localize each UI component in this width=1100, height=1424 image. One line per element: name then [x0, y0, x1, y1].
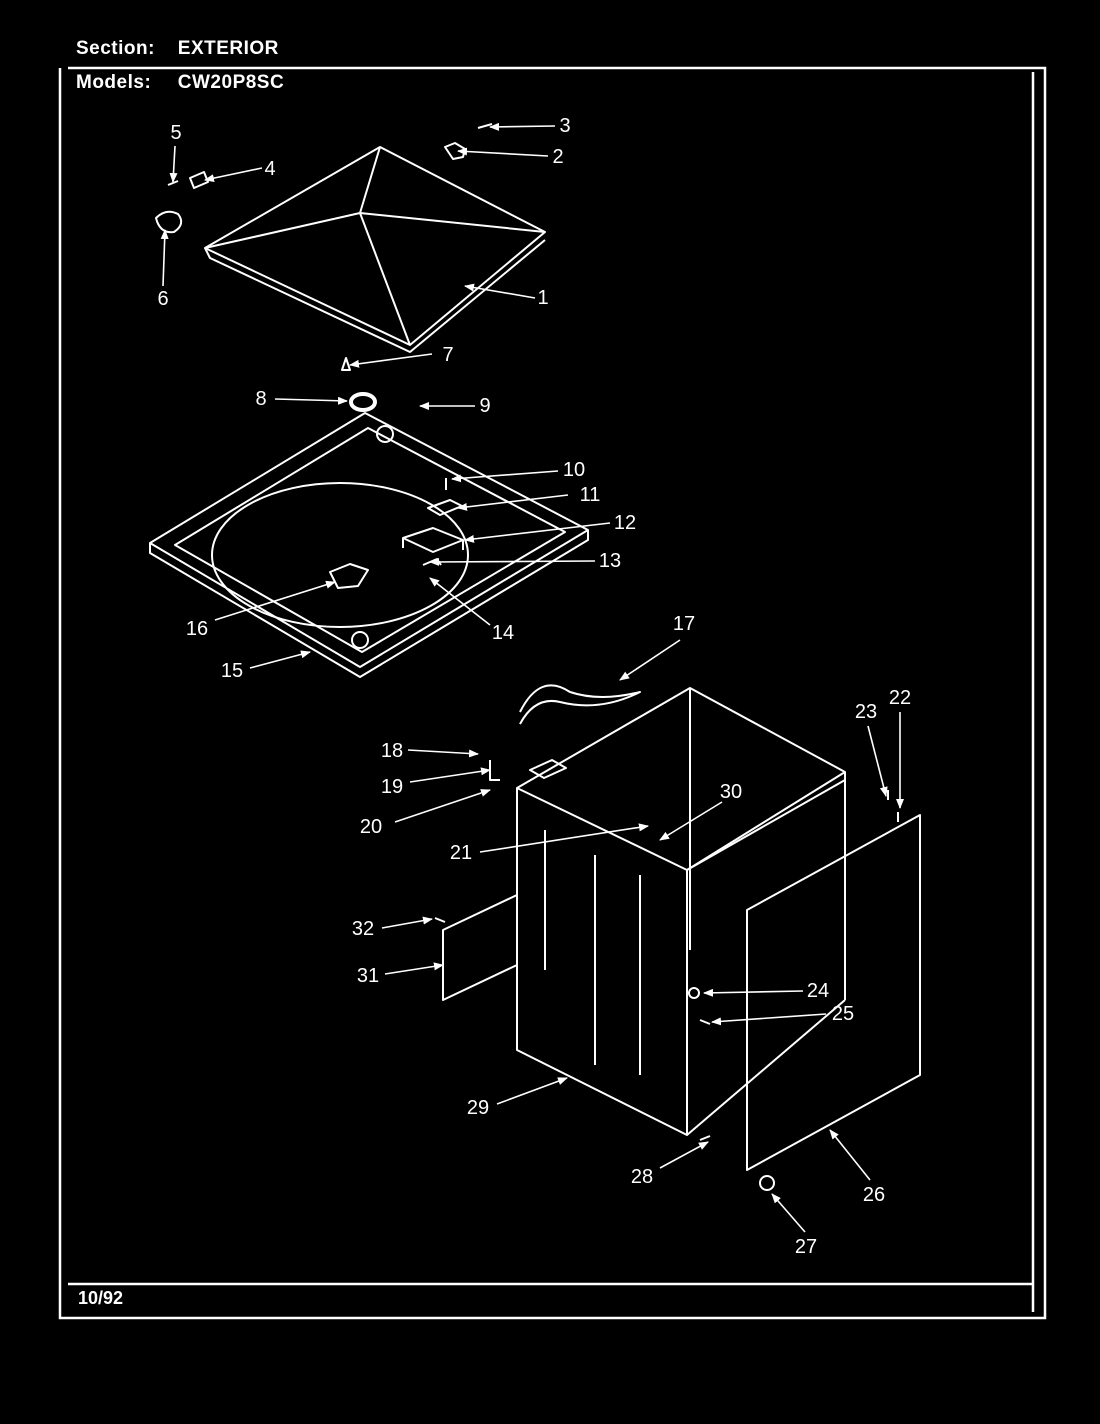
- revision-date: 10/92: [78, 1288, 124, 1308]
- leader-25: [711, 1013, 827, 1026]
- callout-8: 8: [255, 388, 266, 410]
- leader-24: [703, 988, 804, 997]
- callout-30: 30: [720, 781, 742, 803]
- callout-16: 16: [186, 618, 208, 640]
- callout-13: 13: [599, 550, 621, 572]
- callout-4: 4: [264, 158, 275, 180]
- callout-31: 31: [357, 965, 379, 987]
- leader-21: [479, 823, 649, 853]
- seal-ring-part: [349, 392, 377, 412]
- callout-22: 22: [889, 687, 911, 709]
- callout-3: 3: [559, 115, 570, 137]
- callout-19: 19: [381, 776, 403, 798]
- models-heading: Models: CW20P8SC: [76, 72, 284, 94]
- leader-15: [249, 650, 311, 669]
- callout-27: 27: [795, 1236, 817, 1258]
- callout-21: 21: [450, 842, 472, 864]
- leader-26: [829, 1129, 871, 1181]
- access-panel-part: [442, 894, 518, 1001]
- top-panel-part: [149, 412, 589, 678]
- callout-9: 9: [479, 395, 490, 417]
- power-cord-part: [519, 684, 641, 725]
- leader-32: [381, 916, 433, 929]
- callout-26: 26: [863, 1184, 885, 1206]
- leader-3: [489, 122, 556, 131]
- callout-5: 5: [170, 122, 181, 144]
- leader-8: [274, 396, 348, 405]
- leader-13: [429, 557, 596, 566]
- callout-6: 6: [157, 288, 168, 310]
- callout-1: 1: [537, 287, 548, 309]
- leader-11: [457, 494, 569, 511]
- leader-1: [464, 283, 536, 299]
- leader-19: [409, 767, 491, 783]
- callout-17: 17: [673, 613, 695, 635]
- callout-18: 18: [381, 740, 403, 762]
- callout-10: 10: [563, 459, 585, 481]
- back-panel-part: [746, 814, 921, 1171]
- leader-31: [384, 962, 444, 975]
- small-hardware: [434, 760, 899, 1191]
- cabinet-part: [516, 687, 846, 1136]
- callout-7: 7: [442, 344, 453, 366]
- section-label: Section:: [76, 38, 155, 59]
- leader-20: [394, 789, 491, 823]
- callout-25: 25: [832, 1003, 854, 1025]
- callout-14: 14: [492, 622, 514, 644]
- callout-20: 20: [360, 816, 382, 838]
- callout-29: 29: [467, 1097, 489, 1119]
- leader-16: [214, 580, 336, 621]
- leader-23: [867, 725, 888, 797]
- leader-12: [464, 522, 611, 543]
- leader-6: [160, 229, 169, 287]
- section-value: EXTERIOR: [177, 38, 279, 59]
- leader-29: [496, 1077, 568, 1105]
- leader-4: [204, 167, 263, 183]
- callout-28: 28: [631, 1166, 653, 1188]
- section-heading: Section: EXTERIOR: [76, 38, 279, 60]
- callout-11: 11: [580, 484, 601, 506]
- leader-10: [451, 470, 559, 483]
- leader-27: [771, 1193, 806, 1233]
- leader-18: [407, 749, 479, 758]
- leader-5: [169, 145, 178, 183]
- callout-12: 12: [614, 512, 636, 534]
- callout-23: 23: [855, 701, 877, 723]
- lid-part: [204, 146, 546, 353]
- leader-14: [429, 577, 491, 626]
- callout-2: 2: [552, 146, 563, 168]
- leader-17: [619, 639, 681, 681]
- leader-7: [349, 353, 433, 368]
- callout-15: 15: [221, 660, 243, 682]
- callout-32: 32: [352, 918, 374, 940]
- models-value: CW20P8SC: [177, 72, 285, 93]
- leader-30: [659, 801, 723, 841]
- leader-28: [659, 1141, 709, 1169]
- frame-border: [58, 66, 1047, 1320]
- leader-2: [457, 147, 549, 157]
- models-label: Models:: [76, 72, 152, 93]
- callout-24: 24: [807, 980, 829, 1002]
